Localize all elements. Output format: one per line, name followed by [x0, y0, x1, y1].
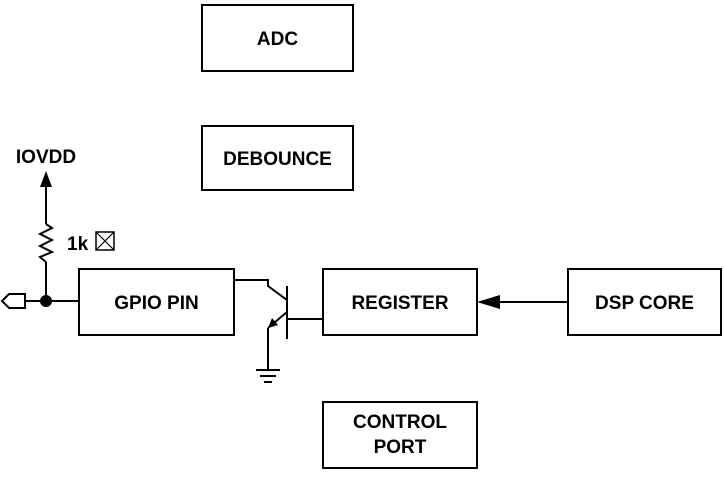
gpio-pin-label: GPIO PIN	[114, 293, 198, 314]
adc-block: ADC	[201, 4, 354, 72]
register-label: REGISTER	[351, 293, 448, 314]
debounce-label: DEBOUNCE	[223, 149, 332, 170]
resistor-icon	[37, 223, 55, 263]
ohm-symbol-icon	[95, 231, 115, 251]
pin-connector-icon	[0, 293, 26, 309]
resistor-value-label: 1k	[67, 234, 89, 255]
transistor-icon	[234, 279, 323, 370]
dsp-core-block: DSP CORE	[567, 268, 722, 336]
junction-dot-icon	[40, 295, 52, 307]
control-port-label-line1: CONTROL	[353, 412, 447, 433]
debounce-block: DEBOUNCE	[201, 125, 354, 191]
gpio-pin-block: GPIO PIN	[78, 268, 235, 336]
adc-label: ADC	[257, 29, 298, 50]
control-port-block: CONTROL PORT	[322, 401, 478, 469]
control-port-label-line2: PORT	[374, 437, 427, 458]
ground-icon	[256, 369, 280, 383]
supply-arrow-icon	[40, 171, 52, 187]
register-block: REGISTER	[322, 268, 478, 336]
dsp-core-label: DSP CORE	[595, 293, 694, 314]
iovdd-label: IOVDD	[16, 147, 76, 168]
dsp-to-register-arrow-icon	[477, 295, 500, 309]
